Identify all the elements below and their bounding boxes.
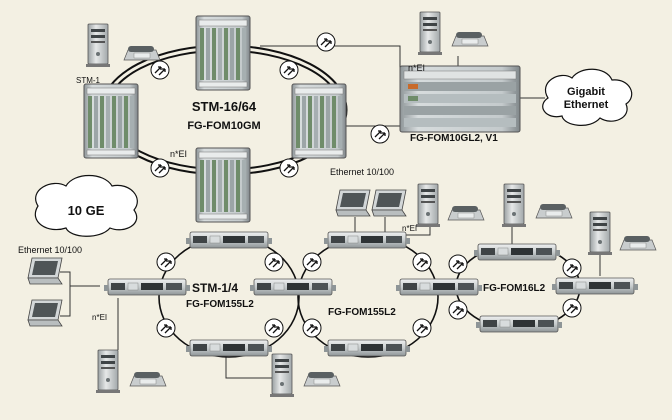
core-chassis-top <box>195 15 251 91</box>
access-unit-top-right <box>323 231 411 249</box>
direction-arrows-icon <box>370 124 390 144</box>
laptop-icon <box>335 189 371 217</box>
bottom-server-link <box>225 354 280 379</box>
server-tower-icon <box>269 353 295 398</box>
small-ring-unit-bottom <box>475 315 563 333</box>
telephone-icon <box>447 205 485 221</box>
direction-arrows-icon <box>302 318 322 338</box>
small-ring-unit-top <box>473 243 561 261</box>
stm1-label: STM-1 <box>76 76 101 85</box>
gigabit-cloud-label-line2: Ethernet <box>564 99 609 111</box>
access-unit-left <box>103 278 191 296</box>
small-ring-unit-right <box>551 277 639 295</box>
laptop-icon <box>371 189 407 217</box>
direction-arrows-icon <box>448 300 468 320</box>
core-chassis-bottom <box>195 147 251 223</box>
direction-arrows-icon <box>412 252 432 272</box>
direction-arrows-icon <box>150 60 170 80</box>
ten-ge-cloud-label: 10 GE <box>68 203 105 218</box>
telephone-icon <box>451 31 489 47</box>
server-tower-icon <box>415 183 441 228</box>
access-unit-bottom-left <box>185 339 273 357</box>
direction-arrows-icon <box>264 318 284 338</box>
server-tower-icon <box>417 11 443 56</box>
nei-left-label: n*EI <box>92 313 107 322</box>
telephone-icon <box>129 371 167 387</box>
direction-arrows-icon <box>412 318 432 338</box>
server-tower-icon <box>587 211 613 256</box>
nei-top-label: n*EI <box>408 63 425 73</box>
gigabit-device-label: FG-FOM10GL2, V1 <box>410 133 498 144</box>
gigabit-cloud-label-line1: Gigabit <box>567 86 605 98</box>
direction-arrows-icon <box>150 158 170 178</box>
access-unit-middle <box>249 278 337 296</box>
laptop-icon <box>27 257 63 285</box>
access-ring-left-device-label: FG-FOM155L2 <box>186 299 254 310</box>
laptop-icon <box>27 299 63 327</box>
telephone-icon <box>123 45 161 61</box>
direction-arrows-icon <box>279 158 299 178</box>
nei-core-label: n*EI <box>170 149 187 159</box>
direction-arrows-icon <box>448 254 468 274</box>
direction-arrows-icon <box>156 318 176 338</box>
access-ring-right-device-label: FG-FOM155L2 <box>328 307 396 318</box>
access-unit-right <box>395 278 483 296</box>
direction-arrows-icon <box>156 252 176 272</box>
nei-access-right-label: n*EI <box>402 224 417 233</box>
telephone-icon <box>535 203 573 219</box>
ethernet-left-link-b <box>60 271 71 286</box>
access-unit-top-left <box>185 231 273 249</box>
access-ring-left-title: STM-1/4 <box>192 281 238 295</box>
telephone-icon <box>619 235 657 251</box>
core-chassis-left <box>83 83 139 159</box>
direction-arrows-icon <box>279 60 299 80</box>
direction-arrows-icon <box>302 252 322 272</box>
ethernet-left-link-c <box>60 286 71 317</box>
core-ring-device-label: FG-FOM10GM <box>187 120 260 132</box>
core-ring-title: STM-16/64 <box>192 99 257 114</box>
direction-arrows-icon <box>562 298 582 318</box>
direction-arrows-icon <box>264 252 284 272</box>
gigabit-cloud-icon <box>542 68 633 126</box>
telephone-icon <box>303 371 341 387</box>
server-tower-icon <box>501 183 527 228</box>
server-tower-icon <box>85 23 111 68</box>
core-chassis-right <box>291 83 347 159</box>
small-ring-device-label: FG-FOM16L2 <box>483 283 546 294</box>
ethernet-top-label: Ethernet 10/100 <box>330 167 394 177</box>
server-tower-icon <box>95 349 121 394</box>
ethernet-left-label: Ethernet 10/100 <box>18 245 82 255</box>
access-unit-bottom-right <box>323 339 411 357</box>
direction-arrows-icon <box>562 258 582 278</box>
direction-arrows-icon <box>316 32 336 52</box>
ten-ge-cloud-icon <box>34 174 138 237</box>
gigabit-device-rack-icon <box>399 65 521 133</box>
